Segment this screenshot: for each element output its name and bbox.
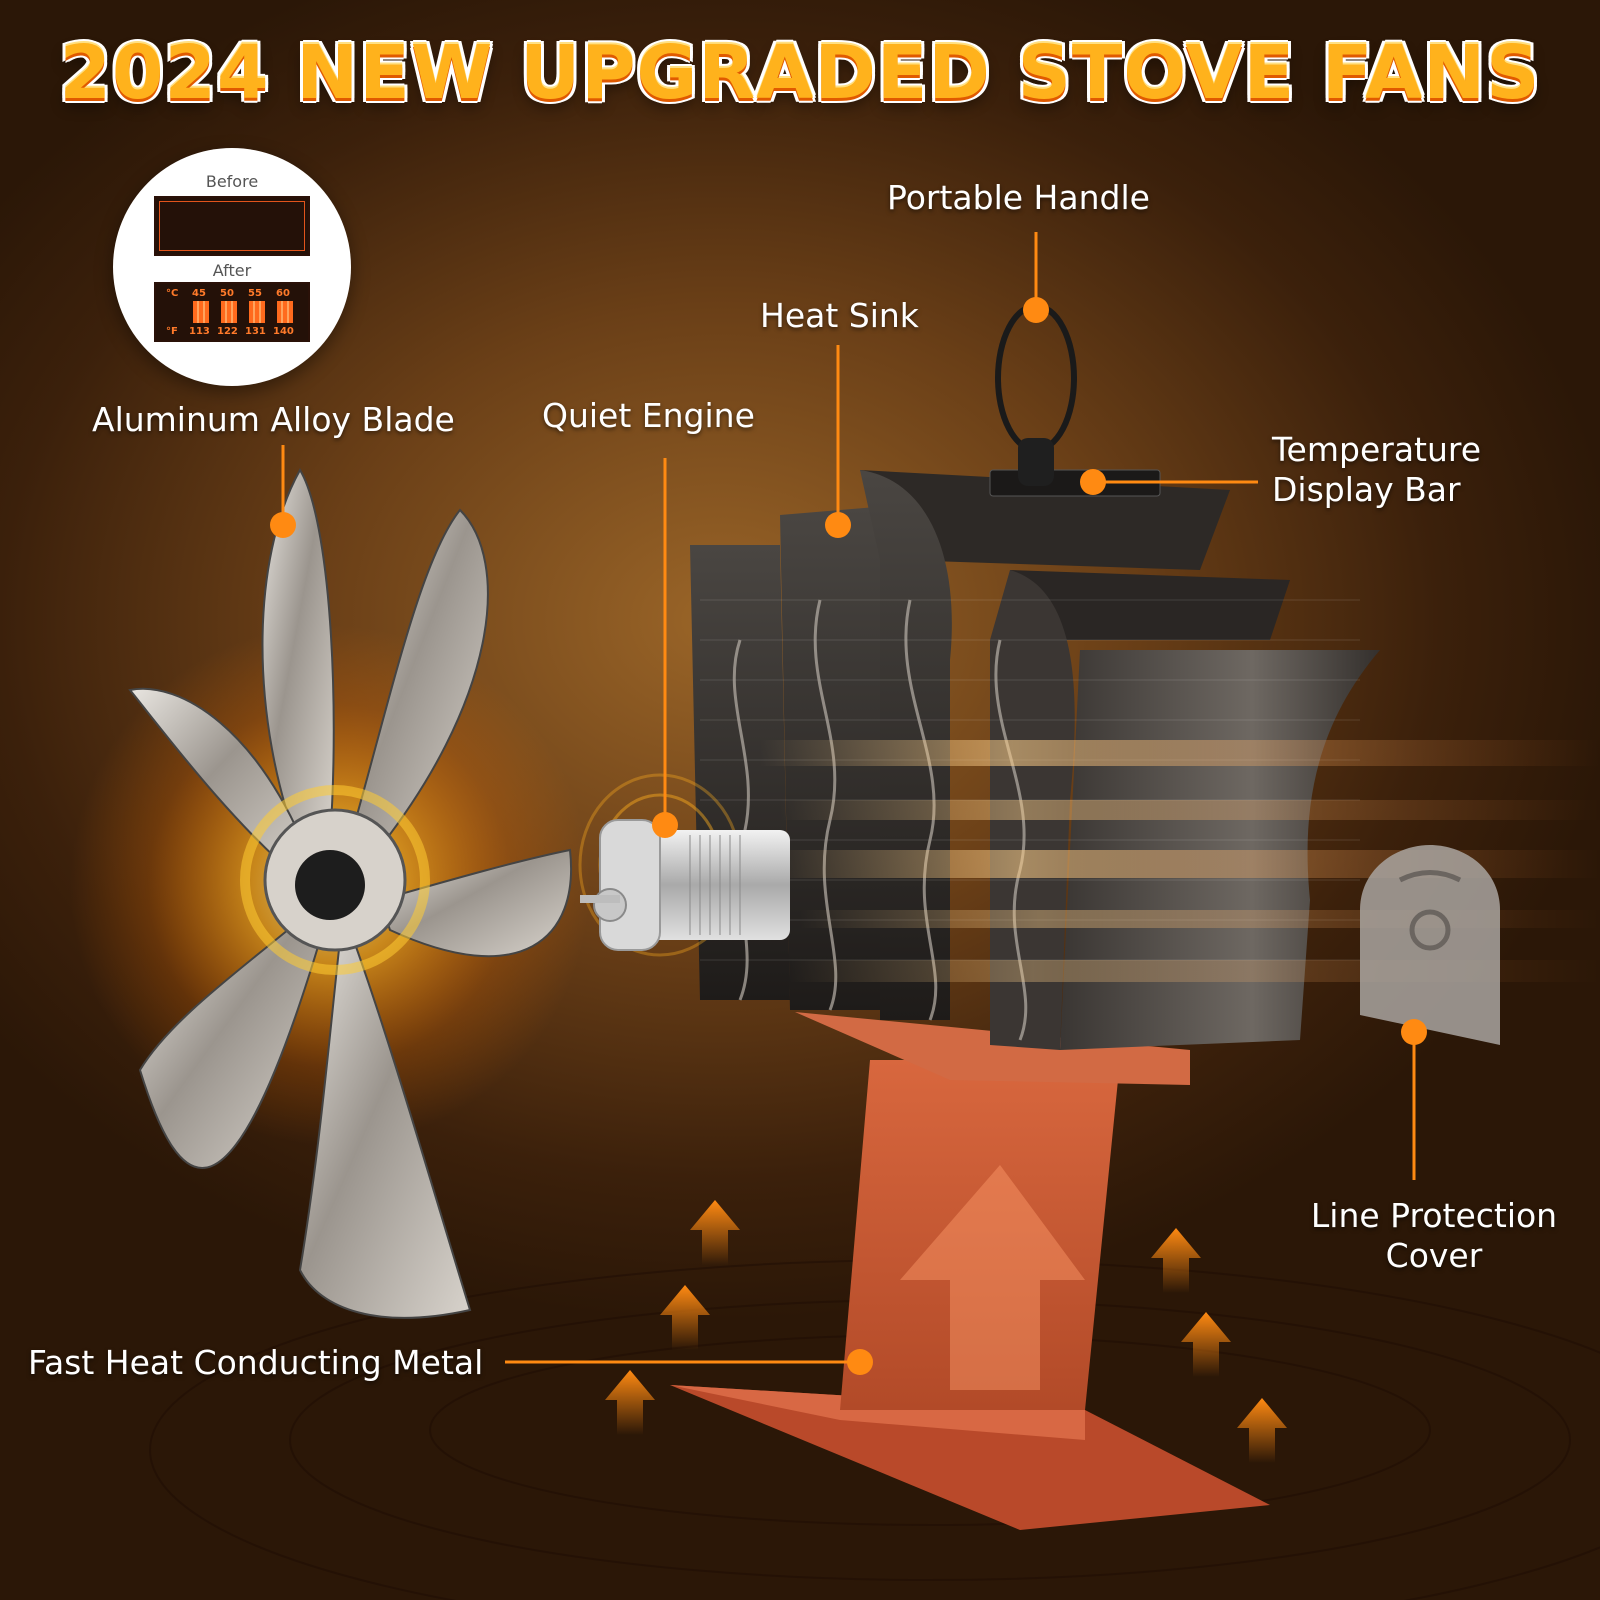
aluminum-fan-blades (70, 467, 590, 1319)
temp-cell (249, 301, 265, 323)
temp-cell (193, 301, 209, 323)
before-label: Before (205, 172, 259, 191)
label-heat-sink: Heat Sink (760, 296, 919, 335)
celsius-value: 45 (192, 288, 206, 299)
headline: 2024 NEW UPGRADED STOVE FANS (59, 30, 1541, 116)
fahrenheit-value: 122 (217, 326, 238, 337)
label-aluminum-alloy-blade: Aluminum Alloy Blade (92, 400, 455, 439)
callout-lines (270, 232, 1427, 1375)
label-temperature-display-bar: Temperature Display Bar (1272, 430, 1481, 510)
label-temperature-line2: Display Bar (1272, 470, 1461, 509)
label-quiet-engine: Quiet Engine (542, 396, 755, 435)
celsius-value: 55 (248, 288, 262, 299)
fahrenheit-value: 113 (189, 326, 210, 337)
temp-cell (221, 301, 237, 323)
label-line-protection-cover: Line Protection Cover (1300, 1196, 1568, 1276)
after-strip: °C 45 50 55 60 °F 113 122 131 140 (154, 282, 310, 342)
line-protection-cover (1360, 845, 1500, 1045)
temperature-badge: Before After °C 45 50 55 60 °F 113 122 1… (113, 148, 351, 386)
before-strip (154, 196, 310, 256)
fahrenheit-value: 131 (245, 326, 266, 337)
rising-heat-arrows (605, 1200, 1287, 1463)
portable-handle (995, 303, 1077, 486)
copper-base (670, 1012, 1270, 1530)
label-temperature-line1: Temperature (1272, 430, 1482, 469)
after-label: After (212, 261, 252, 280)
label-line-protection-line2: Cover (1385, 1236, 1483, 1275)
quiet-engine (578, 773, 790, 957)
fahrenheit-unit: °F (166, 326, 178, 337)
label-fast-heat-conducting-metal: Fast Heat Conducting Metal (28, 1343, 484, 1382)
temp-cell (277, 301, 293, 323)
label-line-protection-line1: Line Protection (1310, 1196, 1558, 1235)
celsius-unit: °C (166, 288, 179, 299)
celsius-value: 60 (276, 288, 290, 299)
fahrenheit-value: 140 (273, 326, 294, 337)
label-portable-handle: Portable Handle (887, 178, 1150, 217)
celsius-value: 50 (220, 288, 234, 299)
